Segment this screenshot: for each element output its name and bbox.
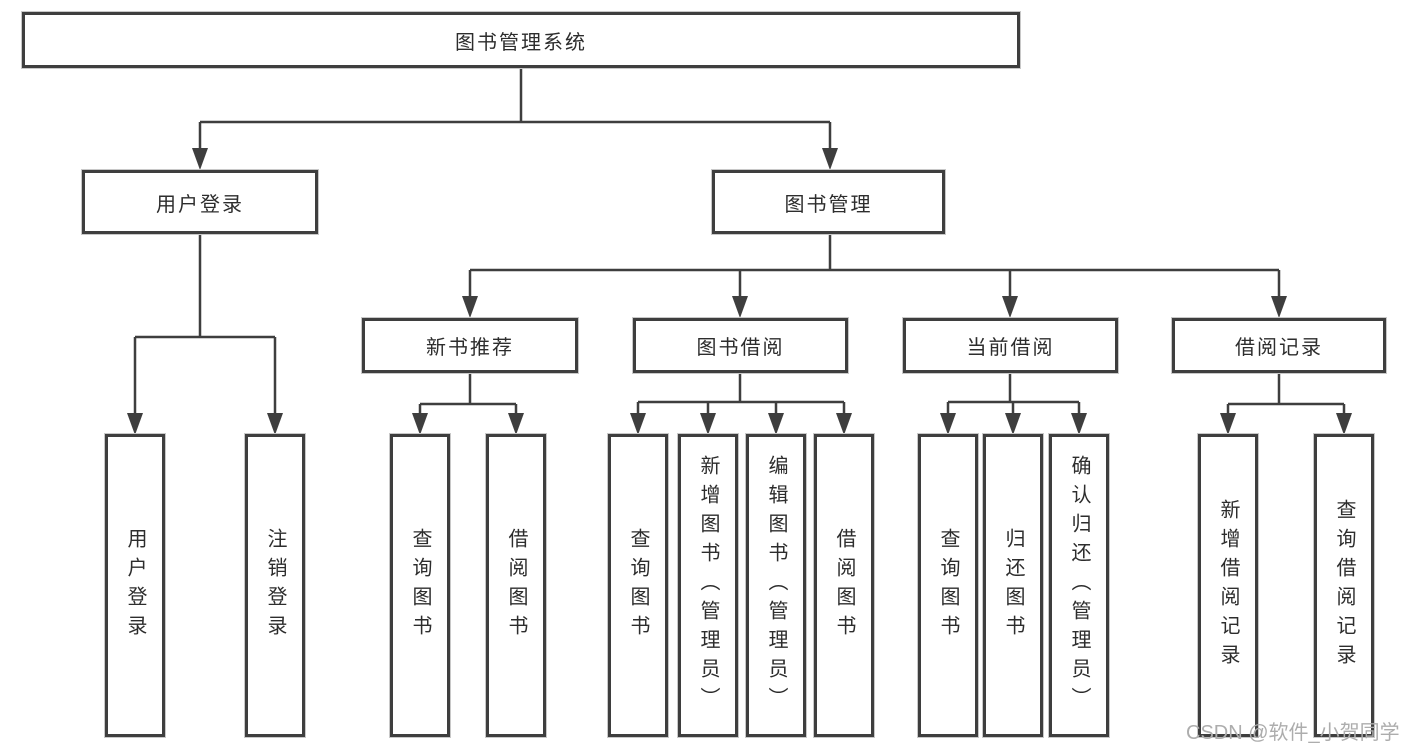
arrowhead <box>267 413 283 435</box>
arrowhead <box>836 413 852 435</box>
node-label: 当前借阅 <box>966 337 1055 359</box>
leaf-logout: 注销登录 <box>245 434 305 737</box>
node-label: 归还图书 <box>1002 527 1024 644</box>
node-label: 查询图书 <box>627 527 649 644</box>
arrowhead <box>412 413 428 435</box>
arrowhead <box>1002 296 1018 318</box>
connector-borrow-to-leaves <box>636 373 846 418</box>
leaf-edit-books-admin: 编辑图书（管理员） <box>746 434 806 737</box>
node-new-book-recommendation: 新书推荐 <box>362 318 578 373</box>
leaf-user-login: 用户登录 <box>105 434 165 737</box>
csdn-watermark: CSDN @软件_小贺同学 <box>1186 722 1400 744</box>
connector-newbook-to-leaves <box>418 373 518 418</box>
connector-records-to-leaves <box>1226 373 1346 418</box>
node-label: 编辑图书（管理员） <box>765 455 787 716</box>
connector-current-to-leaves <box>946 373 1081 418</box>
leaf-borrow-books: 借阅图书 <box>814 434 874 737</box>
arrowhead <box>1220 413 1236 435</box>
leaf-add-borrow-record: 新增借阅记录 <box>1198 434 1258 737</box>
arrowhead <box>1071 413 1087 435</box>
arrowhead <box>462 296 478 318</box>
arrowhead <box>700 413 716 435</box>
leaf-query-borrow-record: 查询借阅记录 <box>1314 434 1374 737</box>
node-library-management-system: 图书管理系统 <box>22 12 1020 68</box>
node-label: 借阅图书 <box>833 527 855 644</box>
connector-userlogin-to-leaves <box>133 234 277 418</box>
arrowhead <box>1336 413 1352 435</box>
node-label: 图书管理 <box>784 193 873 216</box>
arrowhead <box>940 413 956 435</box>
leaf-query-books-current: 查询图书 <box>918 434 978 737</box>
arrowhead <box>732 296 748 318</box>
node-label: 新书推荐 <box>426 337 514 359</box>
node-label: 查询借阅记录 <box>1333 498 1355 673</box>
node-label: 注销登录 <box>264 527 286 644</box>
leaf-borrow-books-recommend: 借阅图书 <box>486 434 546 737</box>
connector-bookmgmt-to-level3 <box>468 234 1281 300</box>
node-borrowing-records: 借阅记录 <box>1172 318 1386 373</box>
node-current-borrowing: 当前借阅 <box>903 318 1118 373</box>
node-label: 确认归还（管理员） <box>1068 455 1090 716</box>
arrowhead <box>822 148 838 170</box>
arrowhead <box>127 413 143 435</box>
arrowhead <box>1271 296 1287 318</box>
node-book-borrowing: 图书借阅 <box>633 318 848 373</box>
leaf-add-books-admin: 新增图书（管理员） <box>678 434 738 737</box>
leaf-query-books-borrow: 查询图书 <box>608 434 668 737</box>
node-label: 用户登录 <box>124 527 146 644</box>
leaf-confirm-return-admin: 确认归还（管理员） <box>1049 434 1109 737</box>
arrowhead <box>508 413 524 435</box>
node-label: 查询图书 <box>937 527 959 644</box>
arrowhead <box>630 413 646 435</box>
node-label: 用户登录 <box>156 193 244 216</box>
node-label: 查询图书 <box>409 527 431 644</box>
node-label: 图书借阅 <box>696 337 785 359</box>
node-label: 新增图书（管理员） <box>697 455 719 716</box>
node-label: 新增借阅记录 <box>1217 498 1239 673</box>
arrowhead <box>768 413 784 435</box>
node-label: 借阅图书 <box>505 527 527 644</box>
leaf-return-books: 归还图书 <box>983 434 1043 737</box>
node-user-login: 用户登录 <box>82 170 318 234</box>
node-book-management: 图书管理 <box>712 170 945 234</box>
node-label: 图书管理系统 <box>455 31 587 54</box>
node-label: 借阅记录 <box>1235 337 1323 359</box>
arrowhead <box>192 148 208 170</box>
arrowhead <box>1005 413 1021 435</box>
connector-root-to-level2 <box>198 68 832 152</box>
leaf-query-books-recommend: 查询图书 <box>390 434 450 737</box>
